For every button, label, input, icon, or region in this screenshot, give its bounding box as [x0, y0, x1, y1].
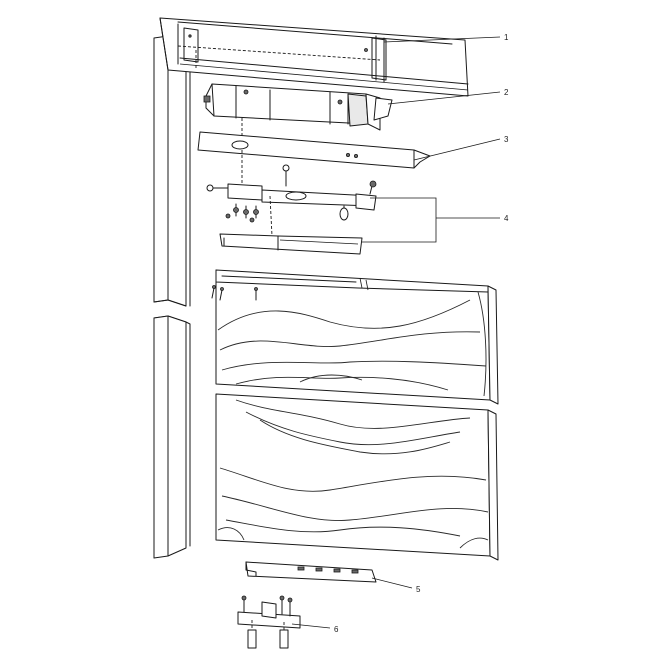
callout-6: 6 [334, 625, 339, 634]
part-5-bottom-pivot-plate [245, 561, 377, 583]
lower-door-panel [215, 393, 499, 561]
callout-1: 1 [504, 33, 509, 42]
part-3-mounting-plate [197, 131, 431, 186]
callout-4: 4 [504, 214, 509, 223]
door-frame-jamb [153, 35, 191, 559]
callout-3: 3 [504, 135, 509, 144]
part-6-floor-pivot [237, 595, 301, 649]
callout-5: 5 [416, 585, 421, 594]
part-1-head-frame [159, 17, 469, 97]
part-4-arm-assembly [206, 164, 377, 255]
callout-2: 2 [504, 88, 509, 97]
callouts: 1 2 3 4 5 6 [291, 33, 509, 634]
upper-door-panel [211, 269, 499, 405]
part-2-door-closer [203, 83, 393, 140]
